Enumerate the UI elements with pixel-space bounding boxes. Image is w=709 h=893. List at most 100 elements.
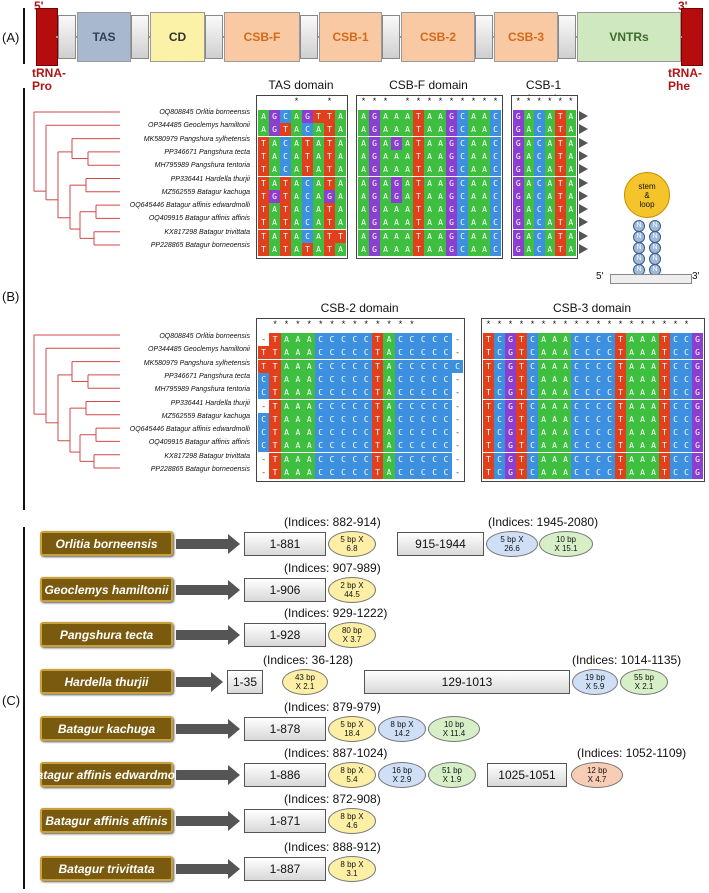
nucleotide-cell: C [406, 386, 418, 400]
conservation-star: * [460, 96, 465, 106]
nucleotide-cell: A [544, 176, 555, 190]
nucleotide-cell: C [429, 386, 441, 400]
nucleotide-cell: A [544, 123, 555, 137]
nucleotide-cell: C [527, 386, 538, 400]
species-box: Batagur affinis edwardmolli [28, 762, 185, 787]
nucleotide-cell: C [417, 386, 429, 400]
nucleotide-cell: A [313, 136, 324, 150]
nucleotide-cell: A [549, 346, 560, 360]
nucleotide-cell: A [435, 163, 446, 177]
nucleotide-cell: A [391, 203, 402, 217]
nucleotide-cell: A [383, 426, 395, 440]
nucleotide-cell: A [637, 412, 648, 426]
nucleotide-cell: T [302, 243, 313, 256]
nucleotide-cell: G [513, 216, 524, 230]
nucleotide-cell: A [291, 123, 302, 137]
nucleotide-cell: C [527, 399, 538, 413]
arrow-shape [176, 672, 223, 692]
conservation-star: * [341, 319, 346, 329]
nucleotide-cell: C [571, 359, 582, 373]
segment-cd: CD [150, 12, 205, 62]
nucleotide-cell: A [538, 426, 549, 440]
nucleotide-cell: T [516, 346, 527, 360]
nucleotide-cell: C [571, 452, 582, 466]
nucleotide-cell: A [560, 466, 571, 479]
nucleotide-cell: A [269, 216, 280, 230]
nucleotide-cell: - [451, 346, 464, 360]
nucleotide-cell: C [302, 203, 313, 217]
nucleotide-cell: C [604, 412, 615, 426]
nucleotide-cell: T [516, 399, 527, 413]
conservation-star: * [296, 319, 300, 329]
nucleotide-cell: G [369, 216, 380, 230]
nucleotide-cell: G [391, 176, 402, 190]
repeat-label-line: 18.4 [344, 729, 360, 738]
nucleotide-cell: A [291, 176, 302, 190]
nucleotide-cell: A [565, 123, 576, 137]
nucleotide-cell: T [324, 110, 335, 123]
conservation-star: * [558, 96, 562, 106]
nucleotide-cell: - [451, 372, 464, 386]
nucleotide-cell: C [280, 110, 291, 123]
nucleotide-cell: A [523, 216, 534, 230]
nucleotide-cell: A [648, 359, 659, 373]
nucleotide-cell: T [555, 216, 566, 230]
nucleotide-cell: A [549, 466, 560, 479]
nucleotide-cell: T [615, 412, 626, 426]
stem-loop-strand [610, 274, 692, 284]
nucleotide-cell: T [413, 176, 424, 190]
nucleotide-cell: C [604, 346, 615, 360]
segment-csb-1: CSB-1 [319, 12, 382, 62]
direction-arrow [176, 534, 240, 554]
repeat-label-line: X 2.9 [392, 775, 412, 784]
nucleotide-cell: C [582, 386, 593, 400]
spacer-3 [300, 15, 318, 59]
conservation-star: * [651, 319, 656, 329]
row-arrow [579, 177, 588, 188]
nucleotide-cell: C [315, 372, 327, 386]
nucleotide-cell: C [406, 346, 418, 360]
nucleotide-cell: A [303, 452, 315, 466]
nucleotide-cell: A [560, 372, 571, 386]
conservation-star: * [568, 96, 573, 106]
nucleotide-cell: G [513, 123, 524, 137]
panel-b-label: (B) [2, 289, 20, 304]
nucleotide-cell: T [483, 466, 494, 479]
nucleotide-cell: C [593, 386, 604, 400]
nucleotide-cell: C [571, 333, 582, 346]
trna-pro-line1: tRNA- [32, 66, 66, 80]
nucleotide-cell: G [692, 399, 703, 413]
nucleotide-cell: A [560, 452, 571, 466]
nucleotide-cell: C [534, 136, 545, 150]
nucleotide-cell: A [380, 229, 391, 243]
repeat-label-line: 80 bp [341, 626, 363, 635]
nucleotide-cell: A [479, 149, 490, 163]
nucleotide-cell: C [490, 243, 501, 256]
nucleotide-cell: C [360, 346, 372, 360]
conservation-star: * [398, 319, 403, 329]
nucleotide-cell: G [692, 386, 703, 400]
nucleotide-cell: C [302, 189, 313, 203]
nucleotide-cell: A [383, 439, 395, 453]
conservation-star: * [427, 96, 432, 106]
nucleotide-cell: A [626, 466, 637, 479]
nucleotide-cell: C [457, 149, 468, 163]
nucleotide-cell: A [292, 452, 304, 466]
nucleotide-cell: C [681, 399, 692, 413]
nucleotide-cell: C [490, 123, 501, 137]
nucleotide-cell: C [494, 426, 505, 440]
nucleotide-cell: C [457, 216, 468, 230]
nucleotide-cell: A [358, 229, 369, 243]
nucleotide-cell: T [615, 386, 626, 400]
nucleotide-cell: C [604, 333, 615, 346]
three-prime-label: 3' [678, 0, 688, 13]
nucleotide-cell: C [349, 399, 361, 413]
nucleotide-cell: A [468, 176, 479, 190]
